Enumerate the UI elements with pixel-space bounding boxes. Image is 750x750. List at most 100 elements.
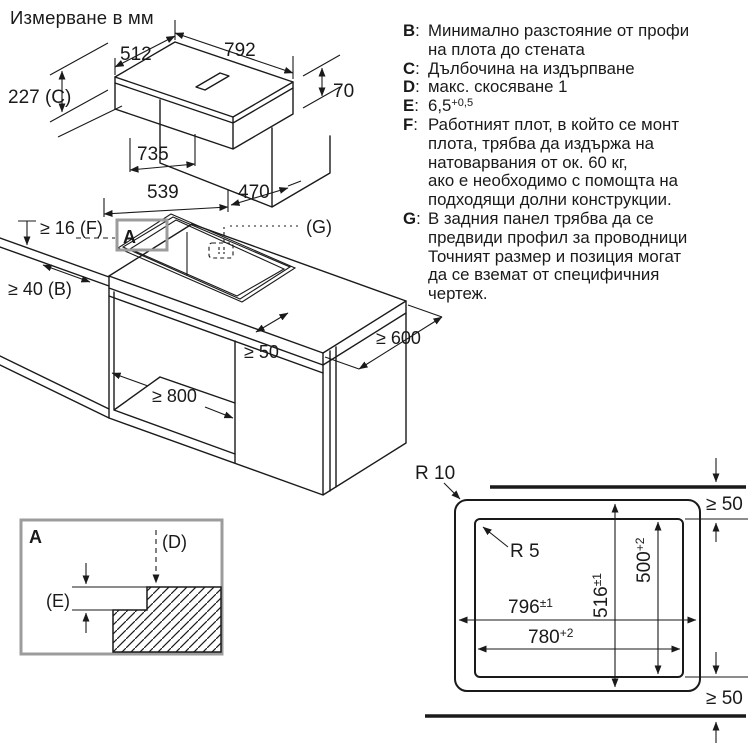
drawing-line: +2 [633,537,647,551]
drawing-line [204,406,234,419]
legend-item-E: E: 6,5+0,5 [403,96,750,116]
drawing-line [255,312,289,333]
dim-512-label: 512 [120,44,152,65]
dim-70-label: 70 [333,81,354,102]
dim-227-label: 227 (C) [8,87,71,108]
drawing-line: ±1 [540,596,554,610]
drawing-line: 796 [508,597,540,618]
dim-792-label: 792 [224,40,256,61]
drawing-line: ±1 [590,573,604,587]
detail-d-label: (D) [162,532,187,552]
hob-plenum [159,99,331,208]
legend-text-line: подходящи долни конструкции. [428,190,672,210]
legend-key: C: [403,58,420,78]
legend-key: B: [403,22,420,40]
r10-label: R 10 [415,463,455,484]
dim-40b-label: ≥ 40 (B) [8,279,72,299]
drawing-line: 780 [528,627,560,648]
hob-vent-slot [195,72,230,91]
drawing-line [103,203,229,218]
cutout-rim-mid [121,216,292,300]
drawing-line: R 5 [510,541,540,562]
detail-a-marker-label: A [123,227,136,247]
dim-539-label: 539 [147,182,179,203]
appliance-outline [454,499,701,692]
dim-470-label: 470 [238,182,270,203]
legend-text-line: да се вземат от специфичния [428,265,660,285]
detail-a-view: A (D) (E) [19,518,224,656]
drawing-line [287,180,302,187]
detail-a-frame [19,518,224,656]
detail-e-label: (E) [46,591,70,611]
legend-key: G: [403,208,421,228]
dim-796-label: 796±1 [508,596,553,618]
label-g: (G) [306,217,332,237]
cutout-rim-inner [128,219,286,297]
legend-text-line: макс. скосяване 1 [428,77,568,97]
legend-text-line: чертеж. [428,284,488,304]
legend-text-line: плота, трябва да издържа на [428,133,654,153]
drawing-line [129,161,196,173]
cutout-rim-outer [116,213,297,303]
drawing-line [218,247,225,254]
legend-key: F: [403,114,418,134]
dim-16f-label: ≥ 16 (F) [40,218,103,238]
cutout-top-view: ≥ 50 R 10 R 5 516±1 500+2 796±1 780+2 ≥ … [415,458,748,743]
drawing-line [324,304,443,370]
legend-text-line: В задния панел трябва да се [428,208,654,228]
legend-text-line: Минимално разстояние от профи [428,22,690,40]
legend-key: D: [403,77,420,97]
legend-text-line: 6,5+0,5 [428,96,474,116]
hob-body [114,82,294,150]
legend-item-C: C: Дълбочина на издърпване [403,58,750,79]
legend-text-line: Работният плот, в който се монт [428,114,680,134]
dim-780-label: 780+2 [528,626,574,648]
drawing-line [302,54,341,109]
drawing-line [114,35,176,68]
compartment-interior [113,291,236,455]
drawing-line [114,76,294,124]
drawing-line [72,586,147,611]
dim-50-label: ≥ 50 [244,342,279,362]
installation-isometric-view: (G) A ≥ 16 (F) ≥ 40 (B) ≥ 50 ≥ 600 ≥ 800 [0,213,443,496]
legend-text-line: натоварвания от ок. 60 кг, [428,152,628,172]
dim-50-top-label: ≥ 50 [706,494,743,515]
drawing-line: R 10 [415,463,455,484]
drawing-line [482,526,509,548]
drawing-line [230,187,289,206]
worktop-top [108,223,407,354]
drawing-line [42,264,91,283]
dim-516-label: 516±1 [590,573,612,618]
worktop-section-hatched [112,586,222,653]
connection-box [208,242,234,259]
dim-600-label: ≥ 600 [376,328,421,348]
legend-text-line: Дълбочина на издърпване [428,58,635,78]
base-lines [0,355,110,419]
legend-text-line: на плота до стената [428,39,585,59]
dim-500-label: 500+2 [633,537,655,583]
cabinet-door-lines [234,340,337,492]
dim-50-bottom-label: ≥ 50 [706,688,743,709]
dim-735-label: 735 [137,144,169,165]
drawing-line: +2 [560,626,574,640]
drawing-line: 516 [591,586,612,618]
legend-text-line: ако е необходимо с помощта на [428,171,678,191]
drawing-line [111,372,149,387]
legend-text-line: предвиди профил за проводници [428,227,688,247]
legend-item-D: D: макс. скосяване 1 [403,77,750,97]
drawing-line [49,42,123,138]
legend-key: E: [403,96,419,116]
detail-a-marker-box [115,218,169,252]
hob-isometric-view: 512 792 70 227 (C) 735 539 470 [8,20,354,218]
page-title: Измерване в мм [10,7,154,28]
drawing-line: 500 [634,551,655,583]
dim-800-label: ≥ 800 [152,386,197,406]
legend-text-line: Точният размер и позиция могат [428,246,682,266]
r5-label: R 5 [510,541,540,562]
drawing-line [443,482,461,500]
